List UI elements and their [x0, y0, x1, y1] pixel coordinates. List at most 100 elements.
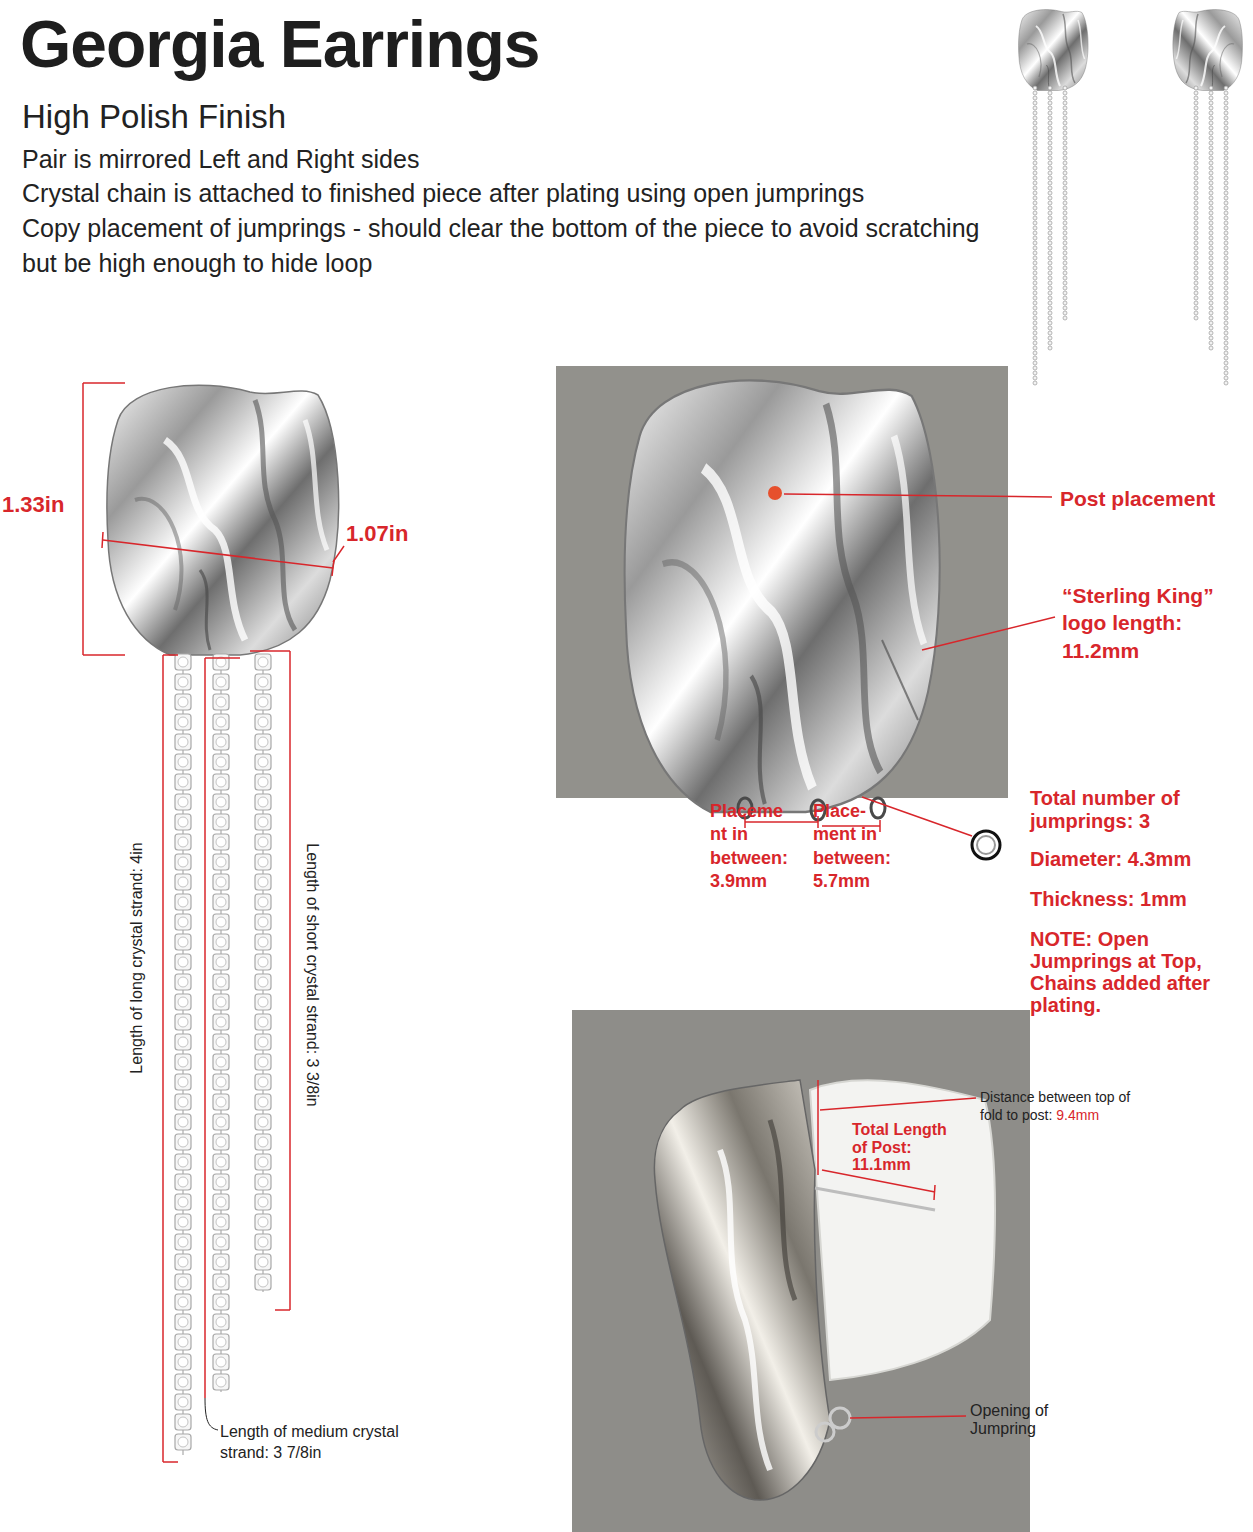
- illustration-part: [1194, 231, 1198, 235]
- illustration-part: [1209, 301, 1213, 305]
- illustration-part: [1048, 251, 1052, 255]
- illustration-part: [1194, 226, 1198, 230]
- illustration-part: [1048, 281, 1052, 285]
- illustration-part: [258, 777, 268, 787]
- illustration-part: [250, 650, 290, 652]
- illustration-part: [175, 874, 191, 890]
- illustration-part: [1194, 196, 1198, 200]
- illustration-part: [1033, 196, 1037, 200]
- illustration-part: [216, 1237, 226, 1247]
- illustration-part: [255, 974, 271, 990]
- illustration-part: [1194, 151, 1198, 155]
- illustration-part: [1033, 356, 1037, 360]
- illustration-part: [216, 1197, 226, 1207]
- illustration-part: [1033, 286, 1037, 290]
- illustration-part: [1224, 166, 1228, 170]
- illustration-part: [1048, 241, 1052, 245]
- illustration-part: [1224, 291, 1228, 295]
- illustration-part: [213, 1354, 229, 1370]
- illustration-part: [178, 737, 188, 747]
- illustration-part: [1209, 161, 1213, 165]
- illustration-part: [213, 1114, 229, 1130]
- illustration-part: [1224, 191, 1228, 195]
- illustration-part: [1224, 321, 1228, 325]
- spec-text: Diameter: 4.3mm: [1030, 848, 1240, 871]
- illustration-part: [175, 994, 191, 1010]
- illustration-part: [258, 1157, 268, 1167]
- illustration-part: [1209, 201, 1213, 205]
- illustration-part: [1033, 316, 1037, 320]
- illustration-part: [255, 1094, 271, 1110]
- illustration-part: [1224, 296, 1228, 300]
- illustration-part: [1224, 246, 1228, 250]
- illustration-part: [1224, 86, 1228, 90]
- illustration-part: [1224, 346, 1228, 350]
- illustration-part: [1063, 86, 1067, 90]
- illustration-part: [213, 1054, 229, 1070]
- note-text: Crystal chain is attached to finished pi…: [22, 177, 1022, 210]
- illustration-part: [1194, 201, 1198, 205]
- illustration-part: [1063, 161, 1067, 165]
- illustration-part: [258, 757, 268, 767]
- illustration-part: [216, 1177, 226, 1187]
- illustration-part: [1224, 286, 1228, 290]
- illustration-part: [1194, 101, 1198, 105]
- illustration-part: [1063, 136, 1067, 140]
- illustration-part: [1209, 256, 1213, 260]
- illustration-part: [216, 1037, 226, 1047]
- illustration-part: [216, 997, 226, 1007]
- illustration-part: [1033, 261, 1037, 265]
- illustration-part: [1194, 191, 1198, 195]
- illustration-part: [1194, 131, 1198, 135]
- illustration-part: [1048, 116, 1052, 120]
- illustration-part: [178, 1397, 188, 1407]
- illustration-part: [1033, 121, 1037, 125]
- illustration-part: [1063, 261, 1067, 265]
- illustration-part: [654, 1080, 830, 1500]
- illustration-part: [1224, 306, 1228, 310]
- illustration-part: [213, 1154, 229, 1170]
- illustration-part: [216, 1317, 226, 1327]
- illustration-part: [1063, 286, 1067, 290]
- illustration-part: [1063, 241, 1067, 245]
- illustration-part: [1209, 116, 1213, 120]
- illustration-part: [1224, 281, 1228, 285]
- illustration-part: [178, 757, 188, 767]
- illustration-part: [1224, 96, 1228, 100]
- illustration-part: [1224, 156, 1228, 160]
- dimension: Length of short crystal strand: 3 3/8in: [303, 843, 321, 1106]
- illustration-part: [1194, 216, 1198, 220]
- illustration-part: [1063, 201, 1067, 205]
- subtitle: High Polish Finish: [22, 98, 722, 136]
- illustration-part: [1033, 341, 1037, 345]
- illustration-part: [175, 754, 191, 770]
- illustration-part: [216, 1217, 226, 1227]
- illustration-part: [216, 1257, 226, 1267]
- illustration-part: [255, 1134, 271, 1150]
- illustration-part: [1224, 151, 1228, 155]
- illustration-part: [258, 1177, 268, 1187]
- illustration-part: [1033, 301, 1037, 305]
- illustration-part: [1224, 336, 1228, 340]
- illustration-part: [178, 1437, 188, 1447]
- illustration-part: [1209, 306, 1213, 310]
- illustration-part: [1209, 321, 1213, 325]
- illustration-part: [205, 657, 240, 659]
- illustration-part: [255, 934, 271, 950]
- illustration-part: [213, 834, 229, 850]
- illustration-part: [258, 1037, 268, 1047]
- illustration-part: [255, 714, 271, 730]
- illustration-part: [1209, 191, 1213, 195]
- illustration-part: [216, 837, 226, 847]
- illustration-part: [1033, 116, 1037, 120]
- illustration-part: [1063, 271, 1067, 275]
- illustration-part: [1209, 241, 1213, 245]
- illustration-part: [1209, 326, 1213, 330]
- illustration-part: [1063, 236, 1067, 240]
- illustration-part: [178, 657, 188, 667]
- illustration-part: [1209, 251, 1213, 255]
- illustration-part: [1194, 271, 1198, 275]
- illustration-part: [178, 837, 188, 847]
- illustration-part: [1224, 311, 1228, 315]
- illustration-part: [213, 954, 229, 970]
